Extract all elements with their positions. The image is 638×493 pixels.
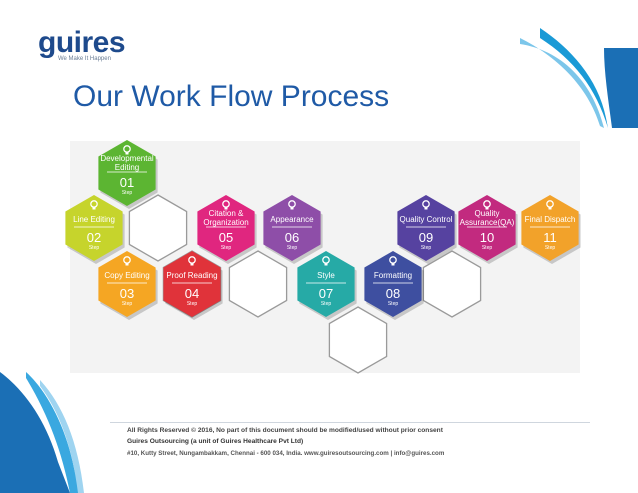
step-label: Quality Control [400, 215, 453, 224]
empty-hexagon [128, 194, 188, 262]
step-label: Style [317, 271, 335, 280]
briefcase-icon [222, 200, 230, 210]
empty-hexagon [228, 250, 288, 318]
step-word: Step [482, 245, 493, 251]
step-label: Quality [475, 209, 500, 218]
step-number: 10 [480, 230, 494, 245]
hexagon-shape [364, 251, 422, 317]
bar-chart-icon [322, 256, 330, 266]
hexagon-shape [263, 195, 321, 261]
hexagon-shape [297, 251, 355, 317]
step-number: 04 [185, 286, 199, 301]
hexagon-shape [98, 140, 156, 206]
step-number: 08 [386, 286, 400, 301]
page-title: Our Work Flow Process [73, 80, 390, 113]
step-label: Copy Editing [104, 271, 149, 280]
hexagon-shape [197, 195, 255, 261]
hexagon-shape [521, 195, 579, 261]
step-label: Editing [115, 163, 139, 172]
step-label: Developmental [100, 154, 154, 163]
hexagon-shape [98, 251, 156, 317]
pen-icon [123, 256, 131, 266]
step-number: 09 [419, 230, 433, 245]
step-number: 05 [219, 230, 233, 245]
people-icon [546, 200, 554, 210]
step-word: Step [122, 301, 133, 307]
step-label: Assurance(QA) [460, 218, 515, 227]
step-label: Line Editing [73, 215, 115, 224]
step-word: Step [545, 245, 556, 251]
step-number: 02 [87, 230, 101, 245]
footer-address: #10, Kutty Street, Nungambakkam, Chennai… [127, 450, 445, 457]
hexagon-shape [458, 195, 516, 261]
brand-logo: guires [38, 26, 126, 59]
step-label: Proof Reading [166, 271, 217, 280]
lightbulb-icon [123, 145, 131, 155]
target-icon [422, 200, 430, 210]
step-number: 07 [319, 286, 333, 301]
presentation-icon [90, 200, 98, 210]
hexagon-shape [163, 251, 221, 317]
hexagon-shape [65, 195, 123, 261]
empty-hexagon [422, 250, 482, 318]
step-word: Step [187, 301, 198, 307]
footer-copyright: All Rights Reserved © 2016, No part of t… [127, 427, 443, 434]
step-label: Formatting [374, 271, 412, 280]
step-word: Step [321, 301, 332, 307]
step-word: Step [287, 245, 298, 251]
footer-company: Guires Outsourcing (a unit of Guires Hea… [127, 438, 304, 445]
step-label: Citation & [209, 209, 244, 218]
gears-icon [188, 256, 196, 266]
lock-icon [389, 256, 397, 266]
step-word: Step [122, 190, 133, 196]
briefcase-icon [483, 200, 491, 210]
step-number: 03 [120, 286, 134, 301]
empty-hexagon [328, 306, 388, 374]
footer-divider [110, 422, 590, 423]
pie-chart-icon [288, 200, 296, 210]
step-number: 06 [285, 230, 299, 245]
step-label: Final Dispatch [525, 215, 576, 224]
step-number: 01 [120, 175, 134, 190]
step-label: Appearance [270, 215, 314, 224]
brand-tagline: We Make It Happen [58, 56, 111, 62]
step-word: Step [421, 245, 432, 251]
hexagon-shape [397, 195, 455, 261]
step-word: Step [89, 245, 100, 251]
step-label: Organization [203, 218, 248, 227]
step-number: 11 [543, 230, 557, 245]
step-word: Step [221, 245, 232, 251]
step-word: Step [388, 301, 399, 307]
